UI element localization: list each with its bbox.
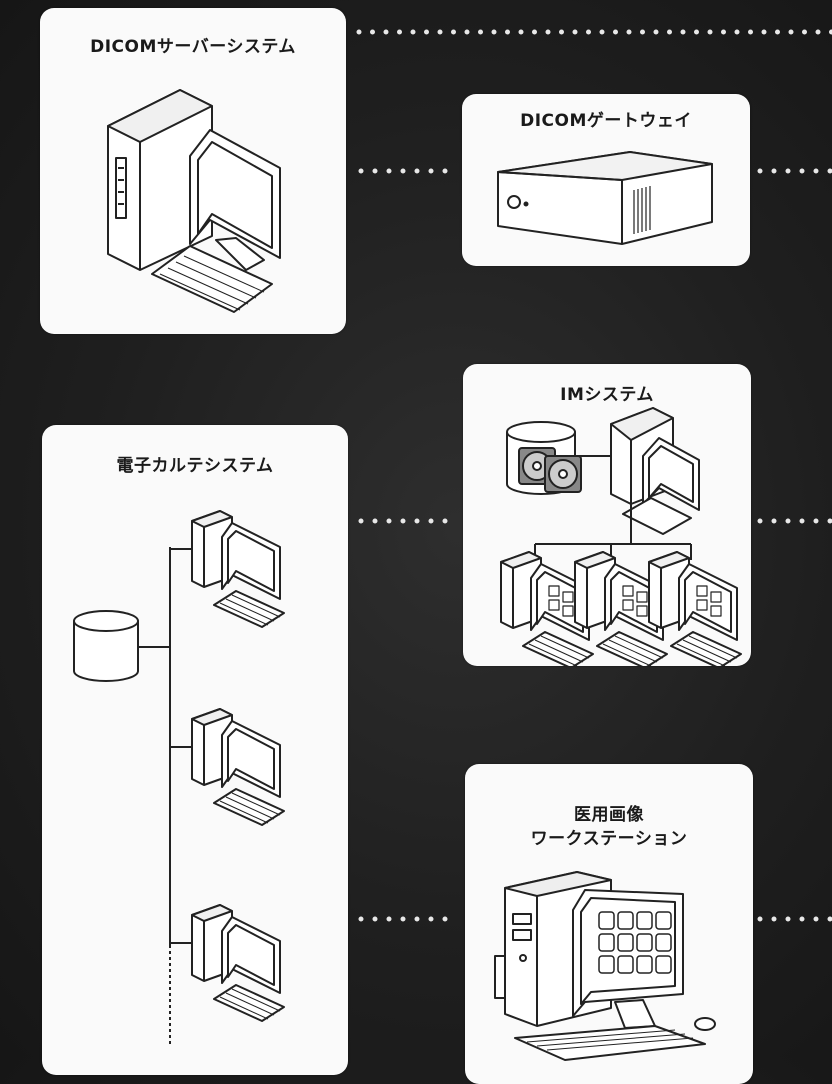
workstation-card: 医用画像 ワークステーション bbox=[465, 764, 753, 1084]
client-server-network-icon bbox=[73, 510, 285, 1045]
workstation-screen-tile bbox=[617, 955, 634, 974]
connector-dots-gateway-right bbox=[757, 168, 832, 174]
dicom-server-card: DICOMサーバーシステム bbox=[40, 8, 346, 334]
gateway-box-icon bbox=[497, 151, 713, 245]
ehr-system-title: 電子カルテシステム bbox=[116, 456, 274, 476]
im-viewer-computer-3 bbox=[648, 551, 742, 666]
connector-dots-ws-left bbox=[358, 916, 462, 922]
desktop-computer-icon bbox=[107, 89, 281, 313]
workstation-title-line2: ワークステーション bbox=[530, 829, 688, 849]
ehr-system-card: 電子カルテシステム bbox=[42, 425, 348, 1075]
image-management-network-icon bbox=[500, 407, 742, 666]
im-system-title: IMシステム bbox=[560, 385, 654, 405]
connector-dots-top bbox=[356, 29, 832, 35]
medical-workstation-icon bbox=[494, 871, 716, 1061]
workstation-screen-tile bbox=[655, 933, 672, 952]
workstation-screen-tile bbox=[598, 955, 615, 974]
workstation-screen-tile bbox=[617, 933, 634, 952]
workstation-screen-tile bbox=[655, 911, 672, 930]
workstation-screen-tile bbox=[617, 911, 634, 930]
connector-dots-im-left bbox=[358, 518, 462, 524]
workstation-screen-tile bbox=[655, 955, 672, 974]
workstation-title-line1: 医用画像 bbox=[574, 805, 644, 825]
workstation-screen-tile bbox=[636, 911, 653, 930]
ehr-client-computer-3 bbox=[191, 904, 285, 1022]
workstation-screen-tile bbox=[598, 933, 615, 952]
workstation-screen-tile bbox=[636, 933, 653, 952]
dicom-server-title: DICOMサーバーシステム bbox=[90, 37, 296, 57]
dicom-gateway-card: DICOMゲートウェイ bbox=[462, 94, 750, 266]
ehr-client-computer-1 bbox=[191, 510, 285, 628]
connector-dots-ws-right bbox=[757, 916, 832, 922]
workstation-screen-tile bbox=[636, 955, 653, 974]
connector-dots-im-right bbox=[757, 518, 832, 524]
ehr-client-computer-2 bbox=[191, 708, 285, 826]
im-system-card: IMシステム bbox=[463, 364, 751, 666]
dicom-gateway-title: DICOMゲートウェイ bbox=[520, 111, 692, 131]
connector-dots-gateway-left bbox=[358, 168, 462, 174]
workstation-screen-tile bbox=[598, 911, 615, 930]
